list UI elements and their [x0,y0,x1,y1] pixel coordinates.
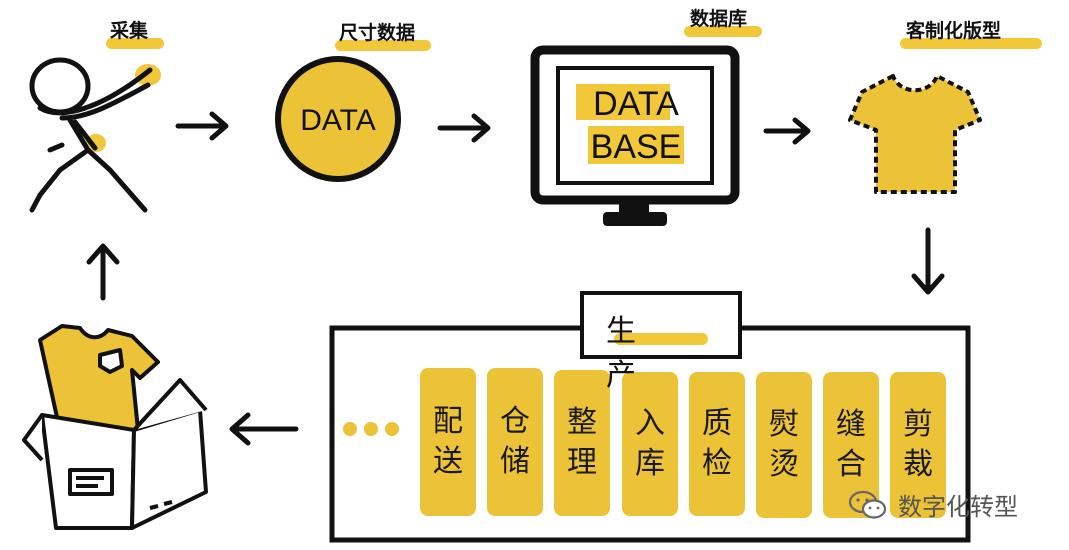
step-char: 入 [635,406,665,441]
wechat-icon [848,490,887,519]
step-char: 库 [635,446,665,481]
watermark-text: 数字化转型 [898,493,1018,521]
step-ironing: 熨 烫 [756,372,812,518]
monitor-icon: DATA BASE [530,45,740,226]
step-char: 理 [567,445,597,480]
step-char: 质 [702,406,732,441]
collect-label-highlight [106,38,164,49]
production-title-highlight [614,333,708,345]
step-char: 裁 [903,447,933,482]
step-delivery: 配 送 [420,368,476,516]
tshirt-pattern-icon [848,74,982,194]
data-circle-text: DATA [300,104,376,137]
database-label-highlight [684,26,762,37]
step-char: 配 [433,404,463,439]
data-circle: DATA [275,56,401,182]
step-char: 送 [433,444,463,479]
custom-pattern-label-highlight [900,38,1042,49]
delivery-box-icon [22,324,208,530]
step-inspection: 质 检 [689,372,745,516]
database-label: 数据库 [690,8,748,30]
step-warehousing: 入 库 [622,372,678,516]
step-char: 烫 [769,447,799,482]
monitor-text-line1: DATA [593,85,679,123]
step-char: 整 [567,405,597,440]
collect-label: 采集 [110,20,149,42]
ellipsis-dots [343,422,399,436]
production-title: 生 产 [606,314,672,393]
production-title-box: 生 产 [580,291,742,393]
step-sorting: 整 理 [554,370,610,516]
step-cutting: 剪 裁 [890,372,946,518]
monitor-text-line2: BASE [591,128,682,166]
custom-pattern-label: 客制化版型 [906,20,1002,42]
step-storage: 仓 储 [487,368,543,516]
step-char: 检 [702,446,732,481]
step-char: 合 [836,447,866,482]
dabbing-person-figure [29,57,161,213]
step-char: 储 [500,444,530,479]
step-char: 剪 [903,407,933,442]
step-char: 熨 [769,407,799,442]
step-char: 仓 [500,404,530,439]
size-data-label: 尺寸数据 [339,22,416,44]
watermark: 数字化转型 [848,487,1018,522]
step-char: 缝 [836,407,866,442]
size-data-label-highlight [335,40,431,51]
